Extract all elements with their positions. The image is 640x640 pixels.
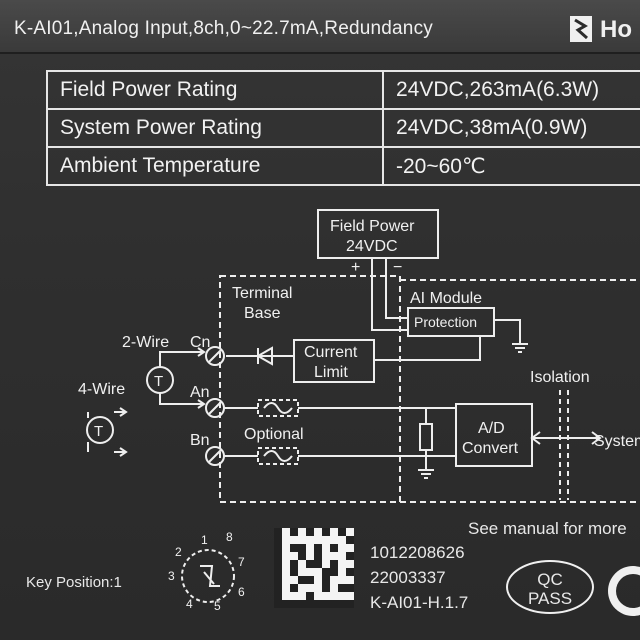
four-wire-label: 4-Wire bbox=[78, 381, 125, 398]
key-dial-pointer bbox=[200, 565, 220, 587]
two-wire-label: 2-Wire bbox=[122, 334, 169, 351]
ai-module-outline bbox=[400, 279, 640, 503]
see-manual-note: See manual for more bbox=[468, 519, 627, 538]
protection-box bbox=[407, 307, 495, 337]
dial-number: 6 bbox=[238, 585, 245, 599]
dial-number: 1 bbox=[201, 533, 208, 547]
two-wire-t-label: T bbox=[154, 373, 163, 390]
four-wire-leads bbox=[87, 411, 126, 453]
table-row: System Power Rating 24VDC,38mA(0.9W) bbox=[46, 108, 640, 148]
datamatrix-code bbox=[274, 528, 354, 608]
an-label: An bbox=[190, 384, 210, 401]
field-voltage-label: 24VDC bbox=[346, 238, 398, 255]
spec-table: Field Power Rating 24VDC,263mA(6.3W) Sys… bbox=[46, 70, 640, 186]
terminal-base-outline bbox=[219, 275, 401, 503]
four-wire-t-label: T bbox=[94, 423, 103, 440]
dial-number: 3 bbox=[168, 569, 175, 583]
terminal-base-label-2: Base bbox=[244, 305, 281, 322]
isolation-label: Isolation bbox=[530, 369, 590, 386]
bidirectional-arrow-icon bbox=[530, 431, 602, 445]
system-label: System bbox=[594, 433, 640, 450]
header-bar: K-AI01,Analog Input,8ch,0~22.7mA,Redunda… bbox=[0, 0, 640, 54]
serial-number: 1012208626 bbox=[370, 543, 465, 562]
optional-label: Optional bbox=[244, 426, 304, 443]
ad-convert-box bbox=[455, 403, 533, 467]
table-row: Field Power Rating 24VDC,263mA(6.3W) bbox=[46, 70, 640, 110]
ce-mark-icon bbox=[608, 566, 640, 616]
spec-name: System Power Rating bbox=[46, 108, 384, 148]
shunt-resistor-icon bbox=[419, 423, 433, 451]
protection-label: Protection bbox=[414, 314, 477, 330]
dial-number: 4 bbox=[186, 597, 193, 611]
spec-value: -20~60℃ bbox=[382, 146, 640, 186]
spec-value: 24VDC,263mA(6.3W) bbox=[382, 70, 640, 110]
ad-label-1: A/D bbox=[478, 420, 505, 437]
dial-number: 5 bbox=[214, 599, 221, 613]
field-power-label: Field Power bbox=[330, 218, 415, 235]
ground-icon bbox=[512, 343, 528, 353]
current-limit-label-1: Current bbox=[304, 344, 358, 361]
isolation-barrier bbox=[559, 390, 569, 500]
terminal-base-label-1: Terminal bbox=[232, 285, 292, 302]
two-wire-loop bbox=[159, 351, 204, 405]
minus-label: − bbox=[393, 259, 402, 276]
spec-value: 24VDC,38mA(0.9W) bbox=[382, 108, 640, 148]
model-revision: K-AI01-H.1.7 bbox=[370, 593, 469, 612]
ad-label-2: Convert bbox=[462, 440, 519, 457]
cn-label: Cn bbox=[190, 334, 210, 351]
four-wire-transmitter-icon bbox=[86, 416, 114, 444]
qc-pass-stamp: QC PASS bbox=[506, 560, 594, 614]
current-limit-box bbox=[293, 339, 375, 383]
pass-label: PASS bbox=[527, 589, 573, 608]
spec-name: Field Power Rating bbox=[46, 70, 384, 110]
protection-output-wire bbox=[374, 336, 481, 361]
dial-number: 2 bbox=[175, 545, 182, 559]
brand-name: Ho bbox=[600, 16, 632, 43]
lot-number: 22003337 bbox=[370, 568, 446, 587]
qc-label: QC bbox=[537, 570, 563, 589]
ground-icon-2 bbox=[418, 469, 434, 479]
spec-name: Ambient Temperature bbox=[46, 146, 384, 186]
key-dial-icon bbox=[181, 549, 235, 603]
diode-icon bbox=[255, 346, 273, 366]
product-title: K-AI01,Analog Input,8ch,0~22.7mA,Redunda… bbox=[14, 18, 433, 39]
table-row: Ambient Temperature -20~60℃ bbox=[46, 146, 640, 186]
ground-wire bbox=[494, 319, 521, 344]
field-power-box bbox=[317, 209, 439, 259]
bn-label: Bn bbox=[190, 432, 210, 449]
serial-block: 1012208626 22003337 K-AI01-H.1.7 bbox=[370, 540, 468, 615]
power-plus-wire bbox=[371, 258, 408, 331]
brand-logo-mark bbox=[570, 16, 592, 42]
plus-label: + bbox=[351, 259, 360, 276]
terminal-cn-icon bbox=[205, 346, 225, 366]
ai-module-label: AI Module bbox=[410, 290, 482, 307]
key-position-label: Key Position:1 bbox=[26, 574, 122, 591]
brand-logo: Ho bbox=[570, 14, 640, 44]
dial-number: 7 bbox=[238, 555, 245, 569]
dial-number: 8 bbox=[226, 530, 233, 544]
current-limit-label-2: Limit bbox=[314, 364, 348, 381]
